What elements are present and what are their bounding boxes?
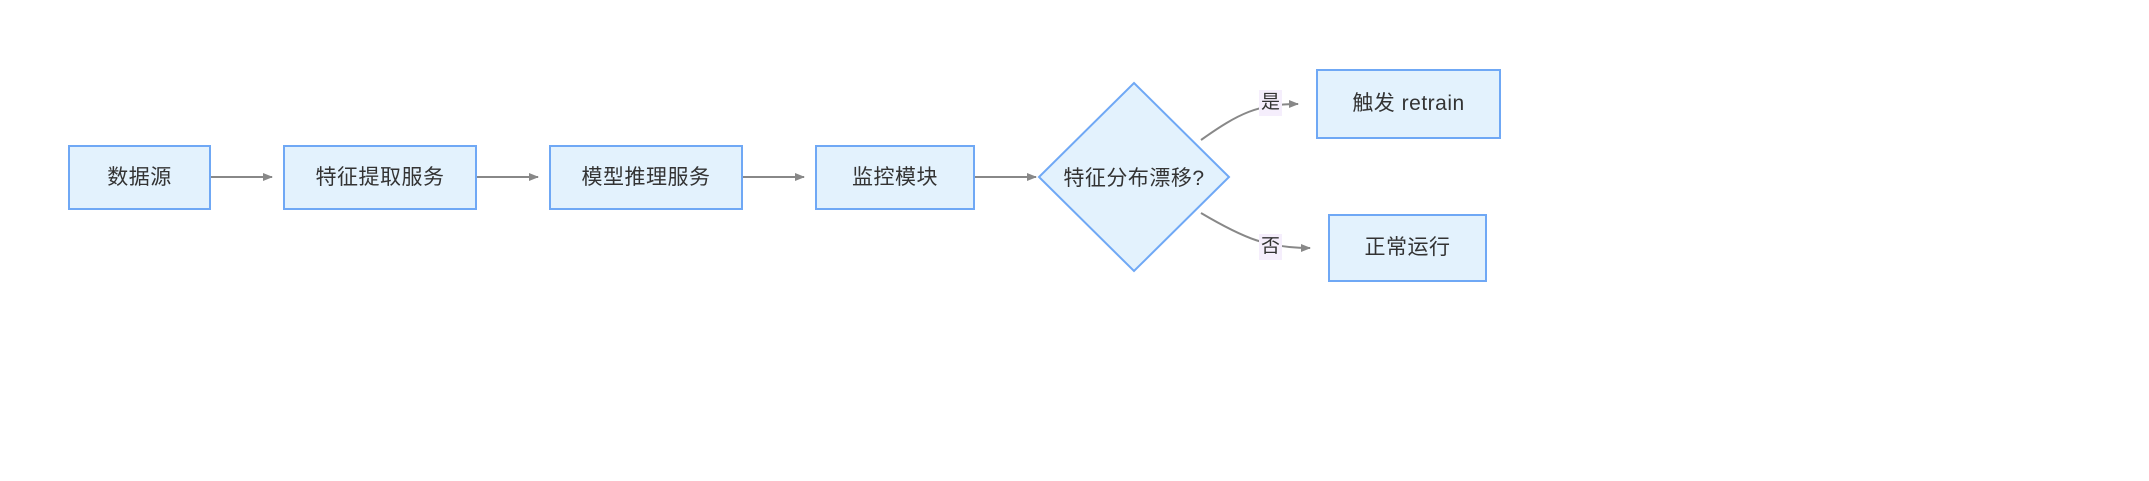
node-monitor-label: 监控模块	[852, 165, 938, 189]
edge-label-no: 否	[1259, 234, 1283, 260]
node-decision[interactable]: 特征分布漂移?	[1036, 80, 1232, 274]
node-decision-label-wrap: 特征分布漂移?	[1036, 80, 1232, 274]
node-normal-label: 正常运行	[1364, 236, 1451, 260]
edge-decision-retrain	[1200, 100, 1299, 141]
node-inference[interactable]: 模型推理服务	[549, 145, 743, 210]
node-feature-label: 特征提取服务	[315, 165, 445, 189]
node-retrain[interactable]: 触发 retrain	[1316, 69, 1501, 139]
edge-decision-normal	[1200, 212, 1311, 252]
node-source-label: 数据源	[107, 165, 172, 189]
node-decision-label: 特征分布漂移?	[1063, 167, 1205, 190]
node-feature[interactable]: 特征提取服务	[283, 145, 477, 210]
node-monitor[interactable]: 监控模块	[815, 145, 975, 210]
edge-label-yes: 是	[1259, 90, 1283, 116]
node-normal[interactable]: 正常运行	[1328, 214, 1487, 282]
decision-diamond-shape	[1037, 81, 1231, 273]
node-inference-label: 模型推理服务	[581, 165, 711, 189]
node-source[interactable]: 数据源	[68, 145, 211, 210]
node-retrain-label: 触发 retrain	[1352, 92, 1465, 116]
